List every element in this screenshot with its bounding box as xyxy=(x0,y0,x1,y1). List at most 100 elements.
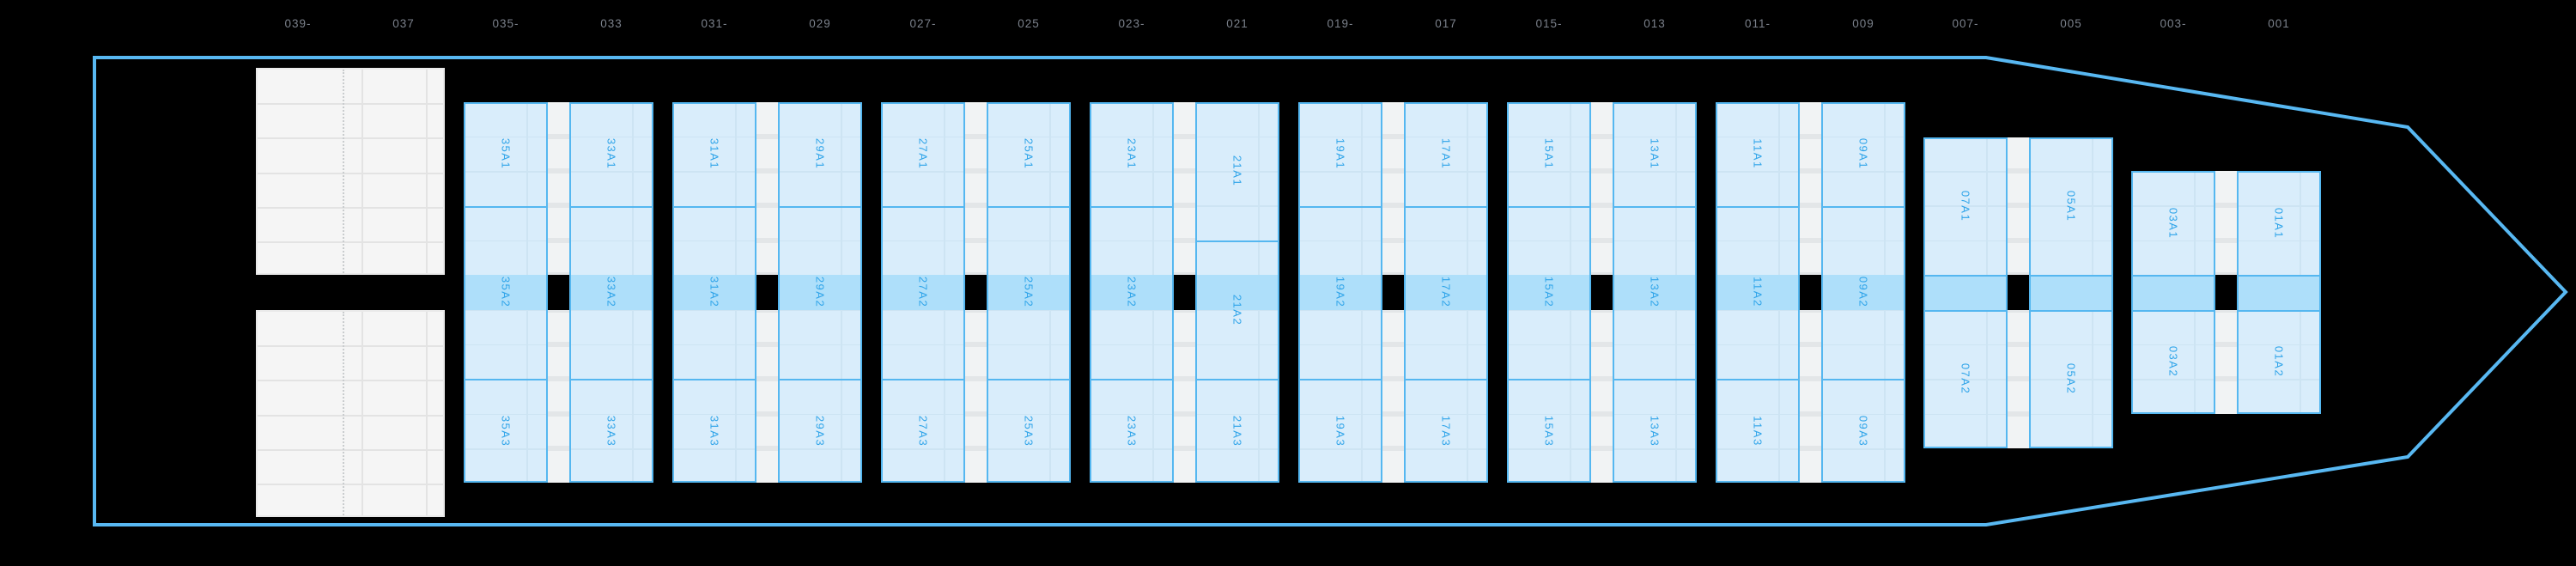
gap-strip xyxy=(965,133,987,139)
cell-row-line xyxy=(1925,344,2006,346)
row-line xyxy=(258,483,443,485)
cell-row-line xyxy=(674,240,755,242)
gap-strip xyxy=(756,203,778,209)
cell-row-line xyxy=(988,448,1069,450)
gap-strip xyxy=(756,446,778,451)
tier-divider xyxy=(1614,205,1695,208)
bay-cell-label-09A3: 09A3 xyxy=(1856,415,1870,447)
gap-strip xyxy=(548,203,569,209)
cell-row-line xyxy=(1406,309,1486,312)
cell-row-line xyxy=(1300,240,1381,242)
cell-row-line xyxy=(883,171,963,173)
gap-strip xyxy=(548,341,569,347)
cell-row-line xyxy=(1717,344,1798,346)
gap-strip xyxy=(965,446,987,451)
cell-row-line xyxy=(780,413,860,416)
hatch-band xyxy=(883,275,963,310)
cell-row-line xyxy=(2239,240,2319,242)
gap-strip xyxy=(756,341,778,347)
column-subline xyxy=(426,70,428,273)
row-line xyxy=(258,137,443,139)
cell-row-line xyxy=(883,136,963,138)
hatch-band xyxy=(1406,275,1486,310)
bay-cell-label-13A1: 13A1 xyxy=(1648,137,1662,170)
column-divider xyxy=(361,70,363,273)
gap-strip xyxy=(1591,168,1613,174)
gap-strip xyxy=(2008,237,2029,243)
cell-row-line xyxy=(988,171,1069,173)
cell-row-line xyxy=(1614,240,1695,242)
row-line xyxy=(258,448,443,451)
cell-row-line xyxy=(465,240,546,242)
hatch-band xyxy=(1091,275,1172,310)
cell-row-line xyxy=(1091,448,1172,450)
tier-divider xyxy=(1406,379,1486,381)
tier-divider xyxy=(571,379,652,381)
gap-strip xyxy=(1382,411,1404,417)
cell-row-line xyxy=(2239,344,2319,346)
cell-row-line xyxy=(1300,413,1381,416)
bay-cell-label-35A1: 35A1 xyxy=(499,137,513,170)
cell-row-line xyxy=(1925,413,2006,416)
hatch-square xyxy=(1800,275,1821,310)
cell-row-line xyxy=(1717,309,1798,312)
tier-divider xyxy=(674,205,755,208)
bay-axis-label: 025 xyxy=(1018,17,1040,30)
hatch-square xyxy=(2008,275,2029,310)
bay-cell-label-21A3: 21A3 xyxy=(1230,415,1244,447)
bay-cell-label-07A1: 07A1 xyxy=(1959,190,1972,222)
bay-gap xyxy=(1591,101,1613,484)
tier-divider xyxy=(883,379,963,381)
bay-cell-label-31A1: 31A1 xyxy=(708,137,721,170)
hatch-band xyxy=(571,275,652,310)
cell-row-line xyxy=(674,344,755,346)
cell-row-line xyxy=(1509,171,1589,173)
cell-row-line xyxy=(1509,344,1589,346)
cell-row-line xyxy=(1614,171,1695,173)
bay-cell-label-25A3: 25A3 xyxy=(1022,415,1036,447)
bay-cell-label-23A1: 23A1 xyxy=(1125,137,1139,170)
cell-row-line xyxy=(883,344,963,346)
bay-cell-label-19A1: 19A1 xyxy=(1334,137,1347,170)
hatch-band xyxy=(1300,275,1381,310)
grid-block-039-037-lower[interactable] xyxy=(256,309,445,517)
cell-row-line xyxy=(1091,309,1172,312)
cell-row-line xyxy=(1197,171,1278,173)
gap-strip xyxy=(1591,376,1613,382)
tier-divider xyxy=(674,379,755,381)
bay-cell-label-13A2: 13A2 xyxy=(1648,277,1662,308)
cell-row-line xyxy=(1091,240,1172,242)
cell-row-line xyxy=(1091,171,1172,173)
cell-row-line xyxy=(1717,448,1798,450)
cell-row-line xyxy=(674,171,755,173)
tier-divider xyxy=(571,205,652,208)
gap-strip xyxy=(548,411,569,417)
bay-cell-label-31A3: 31A3 xyxy=(708,415,721,447)
bay-axis-label: 021 xyxy=(1226,17,1249,30)
cell-row-line xyxy=(1197,205,1278,207)
grid-block-039-037-upper[interactable] xyxy=(256,68,445,275)
cell-row-line xyxy=(2031,344,2111,346)
tier-divider xyxy=(1614,379,1695,381)
gap-strip xyxy=(1382,168,1404,174)
cell-row-line xyxy=(2031,171,2111,173)
bay-cell-label-35A2: 35A2 xyxy=(499,277,513,308)
